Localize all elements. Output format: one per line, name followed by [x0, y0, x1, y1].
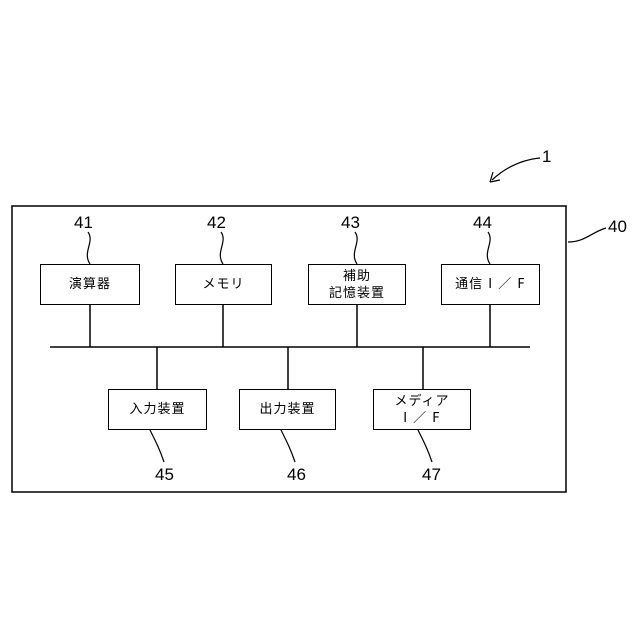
ref-label-41: 41: [74, 214, 93, 232]
leader-line-43: [354, 232, 357, 264]
block-storage-label-line1: 補助: [343, 268, 371, 285]
block-communication-if: 通信 I ／ F: [441, 264, 540, 305]
leader-line-42: [220, 232, 223, 264]
block-memory: メモリ: [175, 264, 272, 305]
leader-line-44: [487, 232, 490, 264]
leader-line-40: [568, 228, 606, 242]
leader-line-46: [281, 430, 295, 462]
ref-label-45: 45: [155, 466, 174, 484]
ref-label-42: 42: [207, 214, 226, 232]
block-cpu-label: 演算器: [69, 276, 111, 293]
block-output-device: 出力装置: [239, 389, 336, 430]
block-input-label: 入力装置: [129, 401, 185, 418]
block-storage-label-line2: 記憶装置: [329, 285, 385, 302]
leader-line-45: [150, 430, 164, 462]
leader-line-41: [87, 232, 90, 264]
arrow-line-1: [492, 158, 540, 180]
block-output-label: 出力装置: [259, 401, 315, 418]
block-media-if-label-line2: I ／ F: [403, 410, 441, 427]
system-ref-label: 1: [542, 148, 551, 166]
block-input-device: 入力装置: [108, 389, 207, 430]
frame-ref-label: 40: [608, 218, 627, 236]
computer-frame: [12, 206, 566, 492]
block-auxiliary-storage: 補助 記憶装置: [308, 264, 406, 305]
block-media-if-label-line1: メディア: [394, 393, 449, 410]
block-memory-label: メモリ: [202, 276, 244, 293]
leader-line-47: [418, 430, 432, 462]
ref-label-44: 44: [473, 214, 492, 232]
block-media-if: メディア I ／ F: [373, 389, 471, 430]
ref-label-46: 46: [287, 466, 306, 484]
ref-label-47: 47: [422, 466, 441, 484]
block-cpu: 演算器: [40, 264, 140, 305]
ref-label-43: 43: [341, 214, 360, 232]
block-comm-if-label: 通信 I ／ F: [455, 276, 526, 293]
